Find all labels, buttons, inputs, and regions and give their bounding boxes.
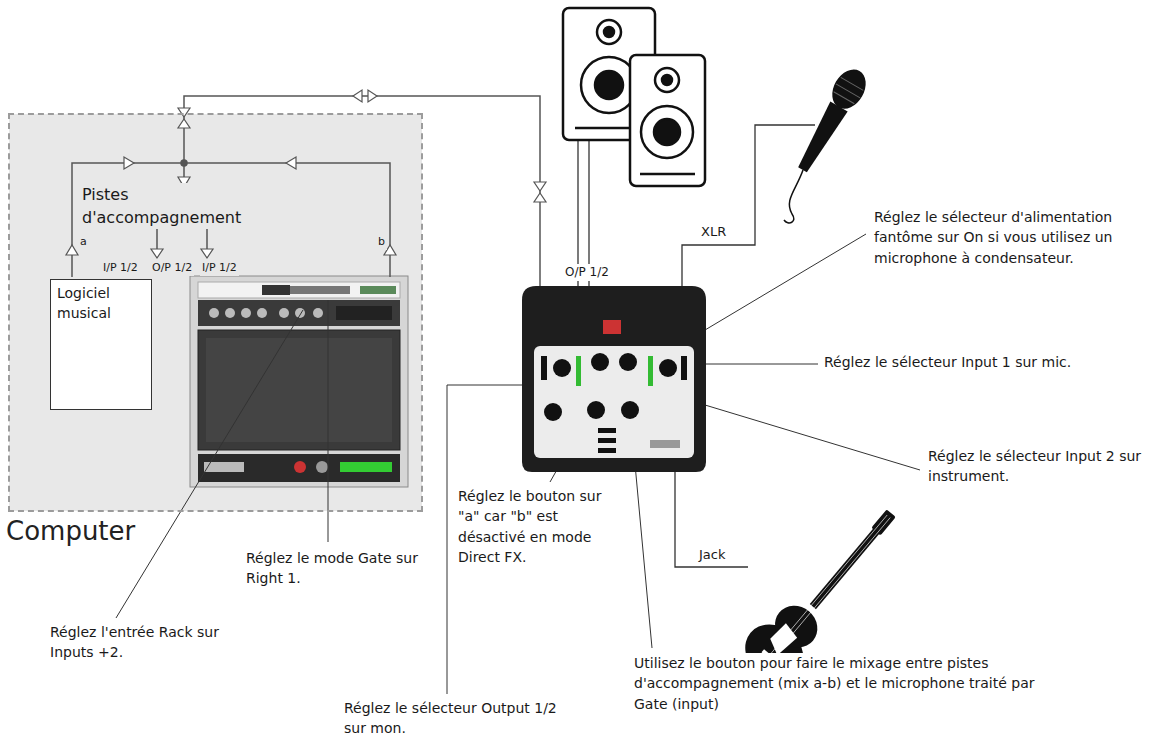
port-name: O/P 1/2: [563, 264, 611, 281]
callout-note: Réglez le sélecteur Output 1/2 sur mon.: [342, 698, 576, 739]
callout-note: Réglez le sélecteur d'alimentation fantô…: [872, 207, 1172, 268]
cable-name: XLR: [699, 223, 728, 242]
software-box: Logiciel musical: [50, 279, 152, 410]
cable-name: Jack: [697, 546, 727, 565]
region-heading: Computer: [6, 516, 135, 546]
routing-lines: [72, 96, 540, 290]
signal-arrows: [66, 90, 546, 258]
mic-cable: [784, 170, 803, 223]
port-name: O/P 1/2: [150, 260, 194, 276]
speakers: [563, 8, 705, 186]
channel-letter: a: [78, 234, 89, 250]
port-name: I/P 1/2: [200, 260, 239, 276]
channel-letter: b: [376, 234, 387, 250]
callout-note: Réglez le sélecteur Input 1 sur mic.: [822, 352, 1171, 372]
callout-note: Réglez l'entrée Rack sur Inputs +2.: [48, 622, 262, 663]
port-name: I/P 1/2: [101, 260, 140, 276]
computer-region: ComputerLogiciel musical: [8, 113, 423, 512]
box-label: Logiciel musical: [57, 284, 145, 323]
callout-note: Réglez le sélecteur Input 2 sur instrume…: [926, 446, 1160, 487]
rack-screenshot: [190, 276, 408, 487]
computer-ground: [9, 114, 422, 511]
callout-note: Utilisez le bouton pour faire le mixage …: [632, 653, 1046, 714]
audio-interface: [522, 286, 706, 472]
track-label: Pistes d'accompagnement: [80, 183, 249, 229]
microphone: [790, 63, 873, 177]
callout-note: Réglez le mode Gate sur Right 1.: [244, 548, 424, 589]
callout-note: Réglez le bouton sur "a" car "b" est dés…: [456, 486, 616, 567]
